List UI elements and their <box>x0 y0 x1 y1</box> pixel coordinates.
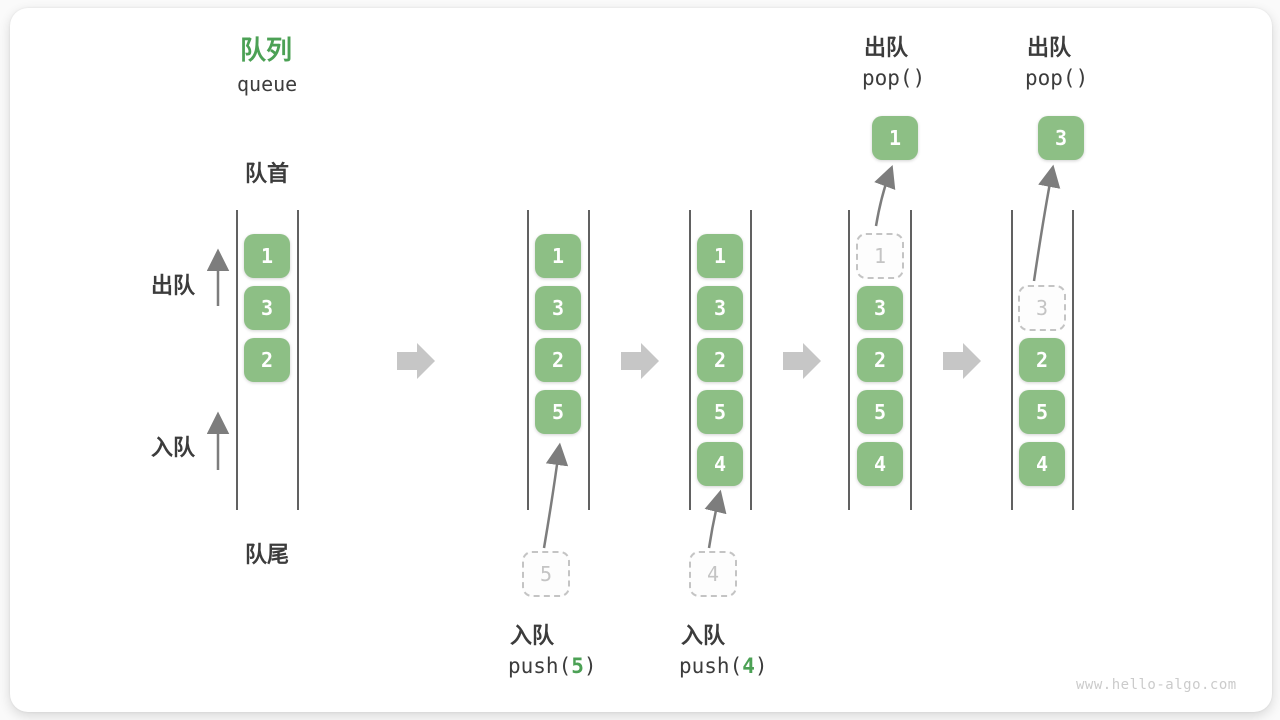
page-subtitle: queue <box>237 72 298 96</box>
front-label: 队首 <box>244 162 289 187</box>
queue-wall <box>1011 210 1013 510</box>
queue-cell: 2 <box>1019 338 1065 382</box>
rear-label: 队尾 <box>244 543 289 568</box>
queue-cell: 5 <box>535 390 581 434</box>
queue-cell: 2 <box>857 338 903 382</box>
queue-wall <box>236 210 238 510</box>
pop2-code-label: pop() <box>1025 66 1089 90</box>
queue-cell: 2 <box>697 338 743 382</box>
code-arg: 4 <box>742 654 755 678</box>
queue-cell: 5 <box>857 390 903 434</box>
removed-ghost-cell: 1 <box>856 233 904 279</box>
push5-code-label: push(5) <box>508 654 597 678</box>
page-title: 队列 <box>240 36 293 66</box>
popped-cell: 3 <box>1038 116 1084 160</box>
queue-cell: 4 <box>857 442 903 486</box>
watermark: www.hello-algo.com <box>1076 677 1237 693</box>
queue-cell: 3 <box>244 286 290 330</box>
removed-ghost-cell: 3 <box>1018 285 1066 331</box>
queue-wall <box>750 210 752 510</box>
push5-op-label: 入队 <box>510 624 555 649</box>
code-text: push( <box>508 654 572 678</box>
queue-wall <box>910 210 912 510</box>
queue-cell: 5 <box>1019 390 1065 434</box>
queue-cell: 1 <box>535 234 581 278</box>
incoming-ghost-cell: 4 <box>689 551 737 597</box>
queue-cell: 1 <box>697 234 743 278</box>
diagram-card <box>10 8 1272 712</box>
code-text: ) <box>754 654 768 678</box>
incoming-ghost-cell: 5 <box>522 551 570 597</box>
queue-cell: 2 <box>244 338 290 382</box>
pop1-op-label: 出队 <box>864 36 909 61</box>
queue-cell: 1 <box>244 234 290 278</box>
pop2-op-label: 出队 <box>1027 36 1072 61</box>
push4-code-label: push(4) <box>679 654 768 678</box>
queue-cell: 3 <box>535 286 581 330</box>
queue-cell: 2 <box>535 338 581 382</box>
queue-wall <box>848 210 850 510</box>
queue-wall <box>527 210 529 510</box>
pop1-code-label: pop() <box>862 66 926 90</box>
dequeue-label: 出队 <box>151 274 196 299</box>
enqueue-label: 入队 <box>151 436 196 461</box>
queue-cell: 4 <box>1019 442 1065 486</box>
queue-cell: 3 <box>697 286 743 330</box>
queue-wall <box>689 210 691 510</box>
queue-wall <box>1072 210 1074 510</box>
queue-wall <box>297 210 299 510</box>
code-arg: 5 <box>571 654 584 678</box>
code-text: push( <box>679 654 743 678</box>
popped-cell: 1 <box>872 116 918 160</box>
queue-wall <box>588 210 590 510</box>
code-text: ) <box>583 654 597 678</box>
queue-cell: 3 <box>857 286 903 330</box>
push4-op-label: 入队 <box>681 624 726 649</box>
queue-cell: 5 <box>697 390 743 434</box>
queue-cell: 4 <box>697 442 743 486</box>
